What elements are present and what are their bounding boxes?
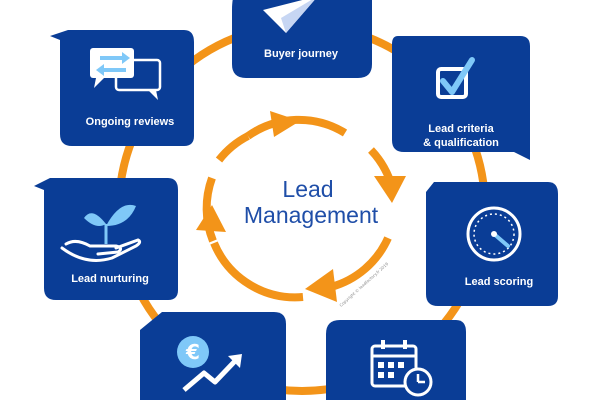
gauge-icon — [466, 206, 522, 262]
stage-label: Buyer journey — [264, 48, 339, 60]
stage-label: Ongoing reviews — [86, 116, 175, 128]
paper-plane-icon — [263, 0, 315, 33]
stage-buyer-journey: Buyer journey — [232, 0, 372, 78]
stage-label: Lead scoring — [465, 276, 533, 288]
plant-hand-icon — [60, 204, 142, 262]
cycle-arrows — [196, 111, 406, 302]
stage-lead-criteria: Lead criteria & qualification — [392, 36, 530, 160]
stage-ongoing-reviews: Ongoing reviews — [50, 30, 194, 146]
svg-text:€: € — [185, 340, 200, 364]
center-title-line1: Lead — [282, 176, 333, 202]
chat-exchange-icon — [90, 48, 162, 100]
center-title-line2: Management — [244, 202, 379, 228]
calendar-clock-icon — [370, 340, 433, 397]
stage-lead-scoring: Lead scoring — [426, 182, 558, 306]
checkbox-icon — [436, 57, 475, 99]
stage-label-line2: & qualification — [423, 137, 499, 149]
stage-scheduling — [326, 320, 466, 400]
stage-lead-nurturing: Lead nurturing — [34, 178, 178, 300]
stage-revenue: € — [140, 312, 286, 400]
euro-growth-icon: € — [177, 336, 242, 392]
stage-label: Lead nurturing — [71, 273, 149, 285]
stage-label-line1: Lead criteria — [428, 123, 494, 135]
